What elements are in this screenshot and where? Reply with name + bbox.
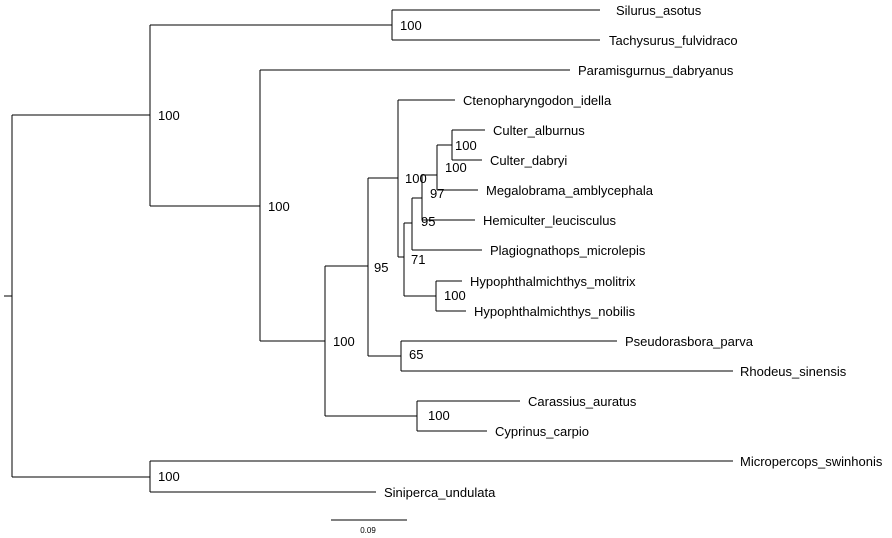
tip-label: Plagiognathops_microlepis — [490, 243, 646, 258]
tip-label: Pseudorasbora_parva — [625, 334, 754, 349]
support-value: 100 — [158, 108, 180, 123]
tip-label: Silurus_asotus — [616, 3, 702, 18]
support-value: 97 — [430, 186, 444, 201]
support-value: 95 — [374, 260, 388, 275]
support-value: 65 — [409, 347, 423, 362]
support-value: 100 — [445, 160, 467, 175]
tip-label: Culter_alburnus — [493, 123, 585, 138]
tip-label: Megalobrama_amblycephala — [486, 183, 654, 198]
support-value: 95 — [421, 214, 435, 229]
support-value: 100 — [333, 334, 355, 349]
tip-label: Carassius_auratus — [528, 394, 637, 409]
tip-label: Hypophthalmichthys_molitrix — [470, 274, 636, 289]
support-value: 100 — [444, 288, 466, 303]
tip-label: Culter_dabryi — [490, 153, 567, 168]
tip-label: Micropercops_swinhonis — [740, 454, 883, 469]
support-value: 100 — [400, 18, 422, 33]
support-value: 100 — [455, 138, 477, 153]
tip-label: Ctenopharyngodon_idella — [463, 93, 612, 108]
tip-label: Cyprinus_carpio — [495, 424, 589, 439]
support-value: 100 — [268, 199, 290, 214]
support-value: 100 — [158, 469, 180, 484]
tip-label: Paramisgurnus_dabryanus — [578, 63, 734, 78]
tip-label: Siniperca_undulata — [384, 485, 496, 500]
support-value: 71 — [411, 252, 425, 267]
support-value: 100 — [405, 171, 427, 186]
tip-label: Rhodeus_sinensis — [740, 364, 847, 379]
tip-label: Hemiculter_leucisculus — [483, 213, 616, 228]
tip-label: Tachysurus_fulvidraco — [609, 33, 738, 48]
tip-label: Hypophthalmichthys_nobilis — [474, 304, 636, 319]
support-value: 100 — [428, 408, 450, 423]
scale-bar-label: 0.09 — [360, 526, 376, 535]
